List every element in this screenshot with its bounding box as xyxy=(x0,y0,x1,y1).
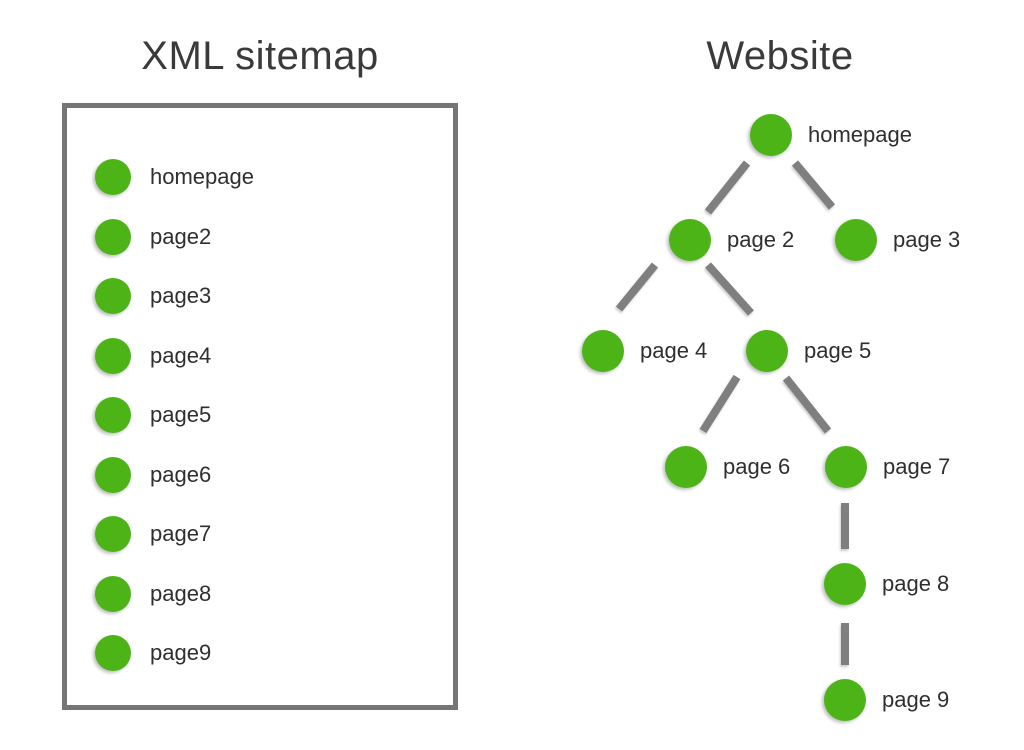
edge-page2-page4 xyxy=(615,262,659,312)
sitemap-item-page6: page6 xyxy=(95,457,211,493)
sitemap-item-label: page6 xyxy=(150,462,212,487)
edge-page5-page6 xyxy=(699,374,741,434)
edge-homepage-page3 xyxy=(791,160,836,210)
tree-node-page-7: page 7 xyxy=(825,446,950,488)
tree-node-homepage: homepage xyxy=(750,114,912,156)
tree-node-label: homepage xyxy=(808,122,912,147)
sitemap-item-page4: page4 xyxy=(95,338,211,374)
tree-node-page-2: page 2 xyxy=(669,219,794,261)
sitemap-item-label: page7 xyxy=(150,521,212,546)
page-dot-icon xyxy=(95,516,131,552)
sitemap-item-label: page8 xyxy=(150,581,212,606)
page-dot-icon xyxy=(95,397,131,433)
tree-node-label: page 4 xyxy=(640,338,708,363)
tree-node-page-4: page 4 xyxy=(582,330,707,372)
tree-node-label: page 9 xyxy=(882,687,950,712)
sitemap-item-page9: page9 xyxy=(95,635,211,671)
sitemap-item-homepage: homepage xyxy=(95,159,254,195)
edge-homepage-page2 xyxy=(704,160,751,215)
page-dot-icon xyxy=(95,159,131,195)
tree-node-page-5: page 5 xyxy=(746,330,871,372)
page-dot-icon xyxy=(95,457,131,493)
page-dot-icon xyxy=(665,446,707,488)
sitemap-item-page3: page3 xyxy=(95,278,211,314)
page-dot-icon xyxy=(95,219,131,255)
sitemap-item-page8: page8 xyxy=(95,576,211,612)
page-dot-icon xyxy=(669,219,711,261)
sitemap-item-page7: page7 xyxy=(95,516,211,552)
tree-node-page-9: page 9 xyxy=(824,679,949,721)
sitemap-item-label: page3 xyxy=(150,283,212,308)
page-dot-icon xyxy=(824,563,866,605)
page-dot-icon xyxy=(824,679,866,721)
tree-node-page-3: page 3 xyxy=(835,219,960,261)
tree-node-label: page 2 xyxy=(727,227,795,252)
sitemap-item-label: page9 xyxy=(150,640,212,665)
page-dot-icon xyxy=(750,114,792,156)
tree-node-label: page 3 xyxy=(893,227,961,252)
xml-sitemap-title: XML sitemap xyxy=(141,34,379,78)
page-dot-icon xyxy=(95,338,131,374)
edge-page5-page7 xyxy=(782,375,832,434)
tree-node-label: page 7 xyxy=(883,454,951,479)
page-dot-icon xyxy=(95,635,131,671)
page-dot-icon xyxy=(95,576,131,612)
tree-node-label: page 5 xyxy=(804,338,872,363)
tree-node-label: page 8 xyxy=(882,571,950,596)
page-dot-icon xyxy=(746,330,788,372)
page-dot-icon xyxy=(825,446,867,488)
sitemap-item-page2: page2 xyxy=(95,219,211,255)
sitemap-item-label: page5 xyxy=(150,402,212,427)
sitemap-item-label: page2 xyxy=(150,224,212,249)
sitemap-item-page5: page5 xyxy=(95,397,211,433)
page-dot-icon xyxy=(582,330,624,372)
website-title: Website xyxy=(706,34,854,78)
sitemap-item-label: homepage xyxy=(150,164,254,189)
tree-node-page-6: page 6 xyxy=(665,446,790,488)
tree-node-label: page 6 xyxy=(723,454,791,479)
edge-page2-page5 xyxy=(705,262,754,316)
sitemap-item-label: page4 xyxy=(150,343,212,368)
page-dot-icon xyxy=(95,278,131,314)
page-dot-icon xyxy=(835,219,877,261)
tree-node-page-8: page 8 xyxy=(824,563,949,605)
